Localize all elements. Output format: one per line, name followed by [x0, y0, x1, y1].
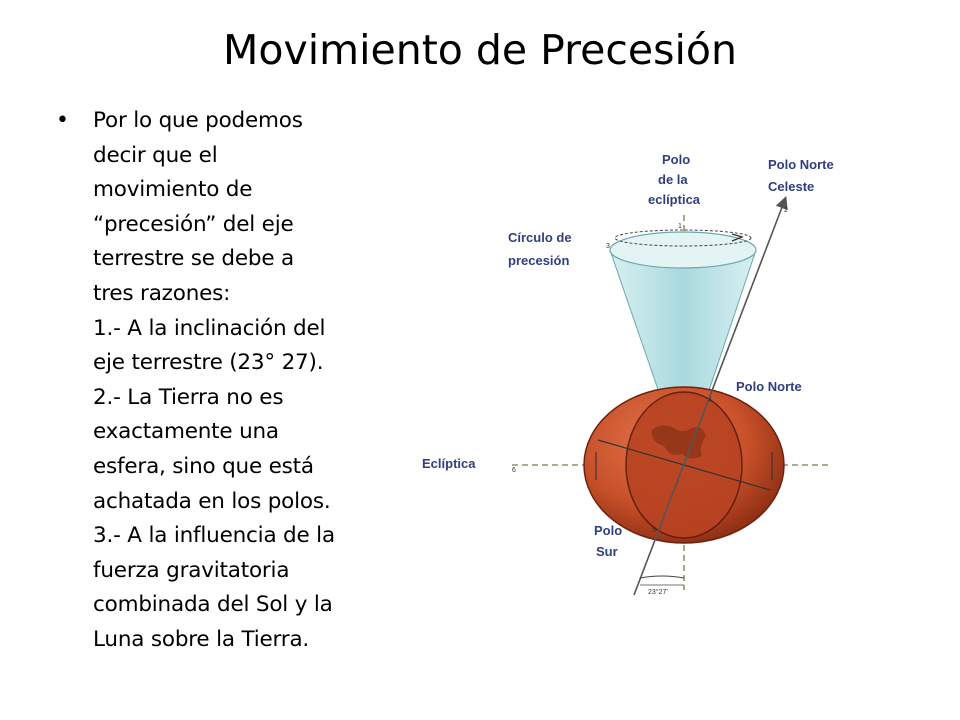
bullet-line: terrestre se debe a — [93, 246, 294, 272]
bullet-line: 2.- La Tierra no es — [93, 384, 284, 410]
bullet-line: esfera, sino que está — [93, 453, 314, 479]
slide-title: Movimiento de Precesión — [223, 26, 737, 74]
precession-circle-arrow — [614, 229, 752, 247]
circle-arrow-icon — [731, 233, 744, 242]
marker-number-3: 3 — [606, 243, 610, 250]
label-polo-ecliptica: de la — [658, 172, 688, 187]
bullet-line: combinada del Sol y la — [93, 592, 333, 618]
earth-axis — [633, 196, 788, 596]
precession-diagram: 23°27' 1 2 3 4 5 6 Polo de la eclíptica … — [422, 152, 834, 596]
bullet-line: 3.- A la influencia de la — [93, 523, 335, 549]
label-polo-ecliptica: Polo — [662, 152, 690, 167]
label-circulo-precesion: precesión — [508, 253, 569, 268]
bullet-line: fuerza gravitatoria — [93, 557, 290, 583]
label-polo-sur: Sur — [596, 544, 618, 559]
bullet-line: movimiento de — [93, 177, 253, 203]
label-polo-norte-celeste: Polo Norte — [768, 157, 834, 172]
bullet-dot: • — [56, 108, 69, 133]
marker-number-6: 6 — [512, 467, 516, 474]
bullet-line: achatada en los polos. — [93, 488, 331, 514]
marker-number-4: 4 — [708, 397, 712, 404]
label-polo-ecliptica: eclíptica — [648, 192, 701, 207]
precession-circle — [609, 231, 757, 269]
marker-number-5: 5 — [652, 527, 656, 534]
bullet-line: decir que el — [93, 142, 218, 168]
bullet-text: Por lo que podemos decir que el movimien… — [93, 104, 413, 658]
label-polo-norte-celeste: Celeste — [768, 179, 814, 194]
bullet-line: eje terrestre (23° 27). — [93, 350, 324, 376]
marker-number-2: 2 — [784, 207, 788, 214]
tilt-angle-arc — [639, 575, 685, 579]
bullet-line: exactamente una — [93, 419, 279, 445]
label-polo-norte: Polo Norte — [736, 379, 802, 394]
label-polo-sur: Polo — [594, 523, 622, 538]
label-circulo-precesion: Círculo de — [508, 230, 572, 245]
bullet-line: 1.- A la inclinación del — [93, 315, 326, 341]
label-ecliptica: Eclíptica — [422, 456, 476, 471]
bullet-line: Luna sobre la Tierra. — [93, 626, 310, 652]
bullet-line: Por lo que podemos — [93, 108, 303, 133]
tilt-angle-label: 23°27' — [648, 588, 668, 596]
bullet-line: tres razones: — [93, 280, 231, 306]
bullet-line: “precesión” del eje — [93, 211, 294, 237]
earth-continents — [651, 425, 706, 459]
marker-number-1: 1 — [678, 223, 682, 230]
